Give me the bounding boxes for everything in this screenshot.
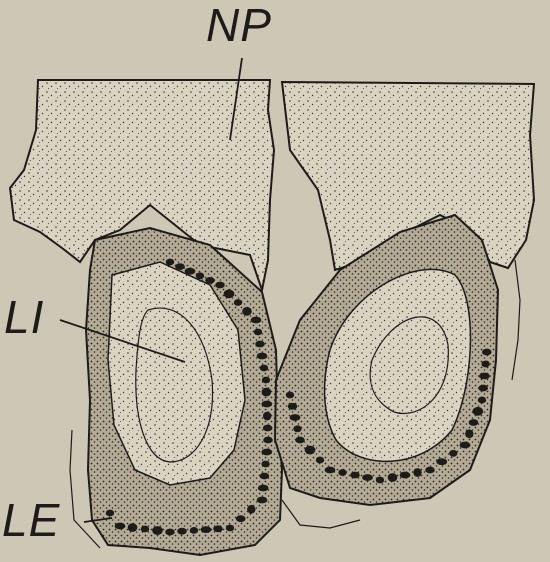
epithelial-cell — [242, 307, 252, 316]
epithelial-cell — [165, 529, 175, 536]
epithelial-cell — [260, 365, 268, 372]
epithelial-cell — [481, 361, 489, 368]
epithelial-cell — [185, 268, 196, 275]
epithelial-cell — [205, 277, 215, 284]
label-le: LE — [2, 497, 60, 543]
epithelial-cell — [236, 515, 246, 522]
epithelial-cell — [400, 472, 411, 479]
epithelial-cell — [175, 263, 185, 270]
epithelial-cell — [196, 272, 204, 279]
epithelial-cell — [234, 299, 242, 306]
epithelial-cell — [257, 353, 268, 360]
epithelial-cell — [106, 510, 114, 517]
epithelial-cell — [469, 419, 479, 426]
label-li: LI — [4, 294, 44, 340]
epithelial-cell — [413, 468, 421, 477]
epithelial-cell — [262, 377, 270, 384]
epithelial-cell — [201, 526, 212, 533]
epithelial-cell — [449, 450, 457, 457]
epithelial-cell — [295, 437, 305, 444]
epithelial-cell — [260, 473, 270, 480]
epithelial-cell — [261, 449, 272, 456]
epithelial-cell — [436, 458, 447, 465]
epithelial-cell — [190, 527, 198, 534]
epithelial-cell — [293, 425, 301, 432]
epithelial-cell — [226, 525, 234, 532]
epithelial-cell — [224, 289, 235, 298]
epithelial-cell — [263, 412, 271, 421]
membrane-right — [512, 260, 520, 380]
epithelial-cell — [263, 437, 273, 444]
epithelial-cell — [262, 388, 272, 397]
epithelial-cell — [261, 461, 269, 468]
epithelial-cell — [141, 526, 149, 533]
epithelial-cell — [338, 469, 346, 476]
epithelial-cell — [350, 472, 360, 479]
epithelial-cell — [362, 474, 373, 481]
epithelial-cell — [213, 525, 223, 532]
epithelial-cell — [177, 528, 187, 535]
epithelial-cell — [257, 497, 268, 504]
epithelial-cell — [472, 407, 483, 416]
epithelial-cell — [254, 329, 262, 336]
epithelial-cell — [388, 473, 398, 482]
epithelial-cell — [460, 442, 471, 449]
epithelial-cell — [425, 467, 435, 474]
epithelial-cell — [251, 317, 262, 324]
epithelial-cell — [261, 401, 272, 408]
epithelial-cell — [478, 385, 488, 392]
epithelial-cell — [478, 397, 486, 404]
epithelial-cell — [482, 349, 492, 356]
epithelial-cell — [316, 457, 324, 464]
epithelial-cell — [152, 526, 163, 535]
epithelial-cell — [128, 523, 138, 532]
epithelial-cell — [376, 477, 384, 484]
epithelial-cell — [286, 392, 294, 399]
epithelial-cell — [263, 425, 273, 432]
epithelial-cell — [465, 429, 473, 438]
epithelial-cell — [290, 414, 301, 421]
epithelial-cell — [215, 282, 225, 289]
epithelial-cell — [288, 403, 298, 410]
epithelial-cell — [305, 446, 316, 455]
membrane-bottom — [282, 500, 360, 528]
epithelial-cell — [258, 485, 269, 492]
epithelial-cell — [247, 505, 255, 514]
epithelial-cell — [166, 259, 174, 266]
epithelial-cell — [325, 467, 336, 474]
epithelial-cell — [255, 341, 265, 348]
epithelial-cell — [115, 523, 126, 530]
epithelial-cell — [479, 373, 490, 380]
label-np: NP — [206, 2, 272, 48]
